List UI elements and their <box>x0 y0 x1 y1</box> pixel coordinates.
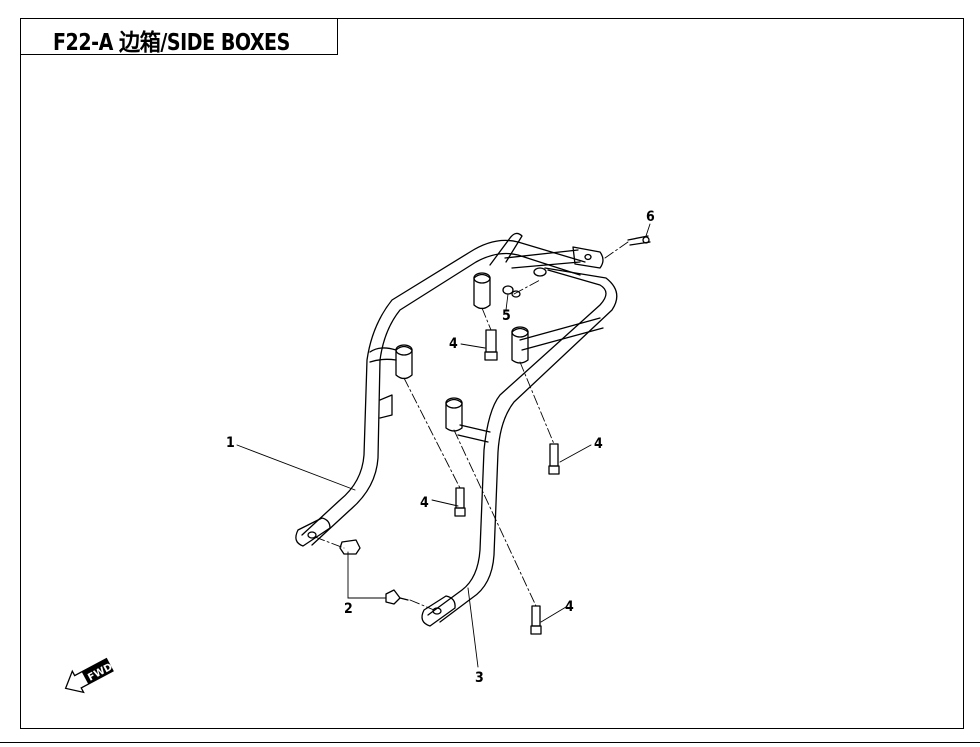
drawing-frame <box>20 18 964 729</box>
page-title: F22-A 边箱/SIDE BOXES <box>53 30 290 56</box>
leader-lines <box>236 223 651 668</box>
title-box: F22-A 边箱/SIDE BOXES <box>20 18 338 56</box>
callout-4-lower: 4 <box>565 599 574 615</box>
callout-4-middle: 4 <box>420 495 429 511</box>
fwd-arrow-icon: FWD <box>64 657 115 694</box>
callout-2: 2 <box>344 601 353 617</box>
bolts <box>454 329 560 635</box>
assembly-centerlines <box>314 241 629 611</box>
callout-5: 5 <box>502 308 511 324</box>
left-side-bracket <box>295 232 604 547</box>
flange-bolts <box>339 539 409 605</box>
callout-6: 6 <box>646 209 655 225</box>
callout-4-right: 4 <box>594 436 603 452</box>
callout-4-upper: 4 <box>449 336 458 352</box>
right-side-bracket <box>421 267 618 627</box>
bottom-rule <box>0 742 980 743</box>
callout-1: 1 <box>226 435 235 451</box>
callout-3: 3 <box>475 670 484 686</box>
mounting-sleeves <box>369 272 529 443</box>
